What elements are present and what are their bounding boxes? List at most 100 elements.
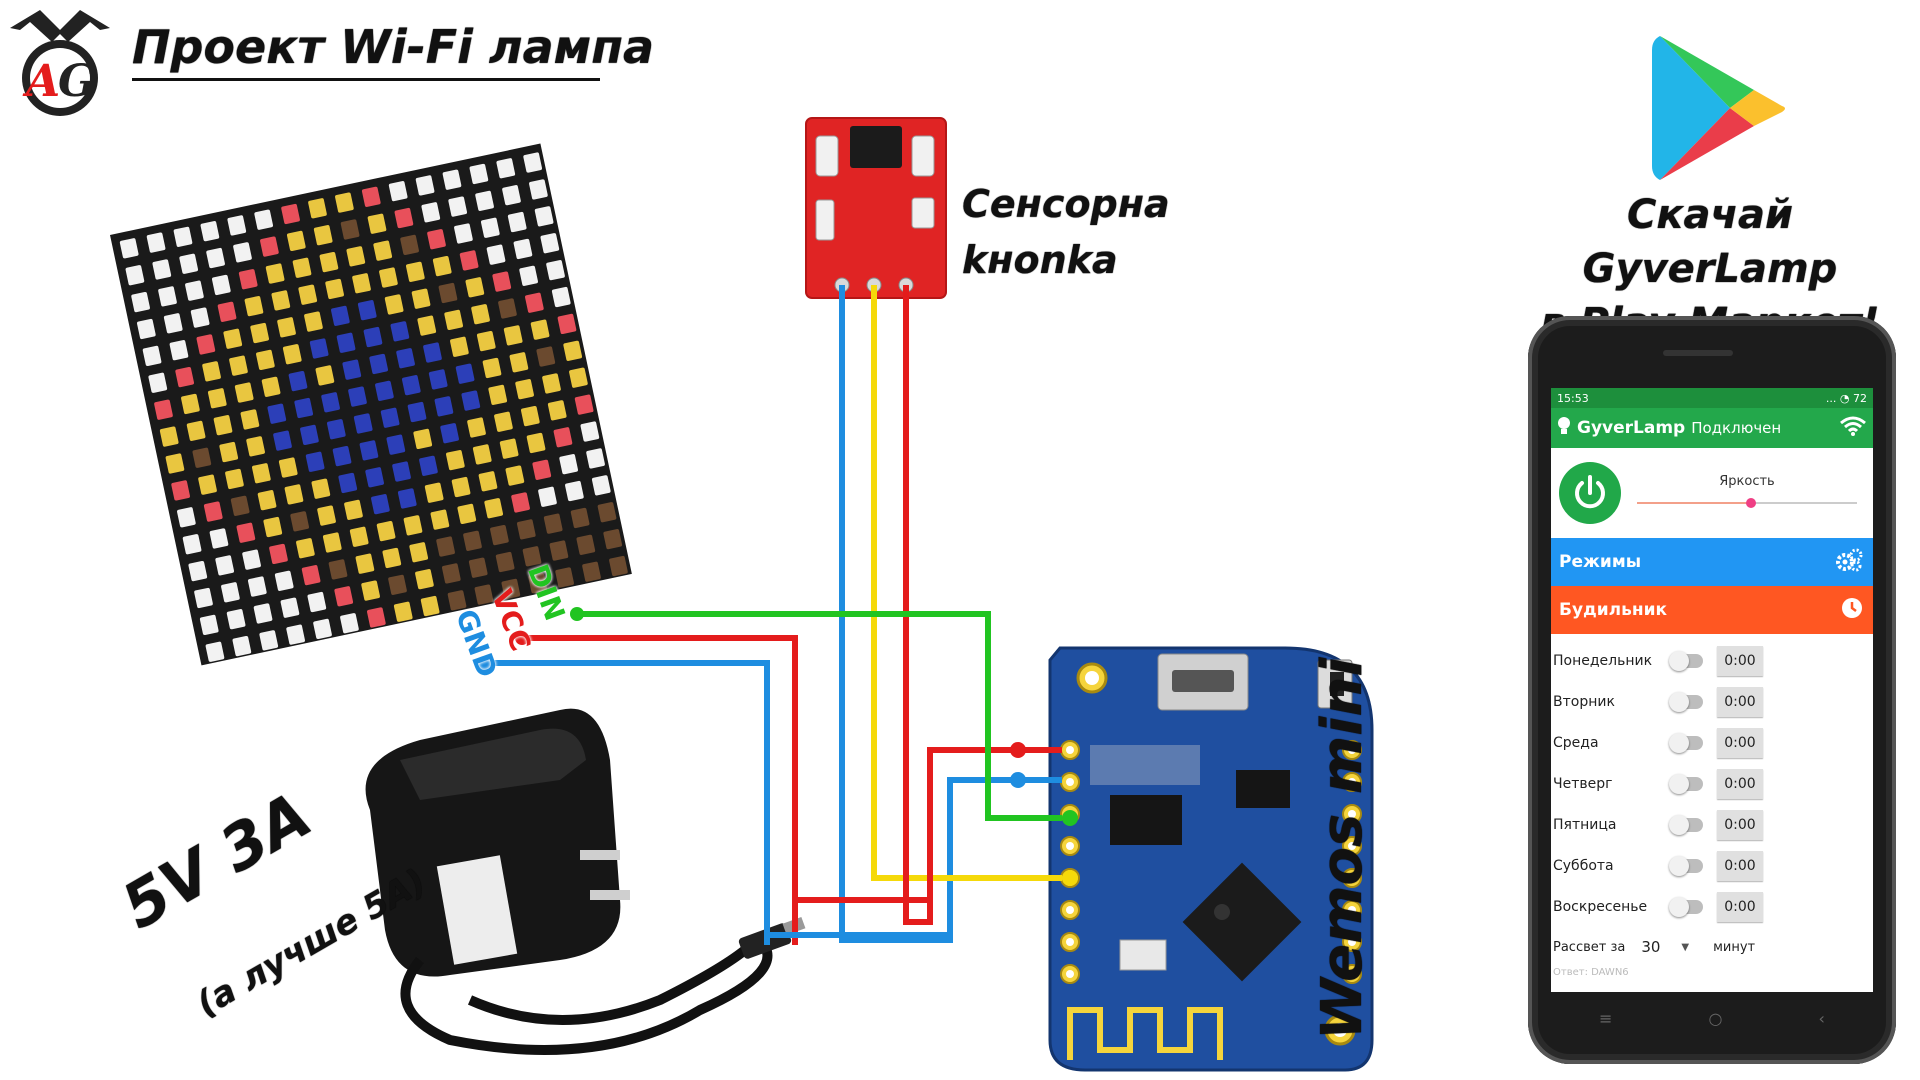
led-pixel — [321, 392, 340, 413]
led-pixel — [428, 369, 448, 390]
led-pixel — [229, 355, 248, 376]
led-pixel — [474, 584, 494, 605]
led-pixel — [373, 240, 393, 261]
led-pixel — [549, 540, 569, 561]
led-pixel — [158, 286, 177, 307]
led-pixel — [363, 326, 383, 348]
led-pixel — [263, 516, 283, 538]
led-pixel — [478, 471, 498, 492]
led-pixel — [203, 501, 223, 522]
led-pixel — [165, 453, 185, 474]
day-time-button[interactable]: 0:00 — [1717, 850, 1763, 881]
day-time-button[interactable]: 0:00 — [1717, 891, 1763, 922]
day-toggle[interactable] — [1669, 896, 1703, 917]
led-pixel — [286, 624, 305, 645]
led-pixel — [509, 352, 529, 373]
led-pixel — [301, 565, 321, 586]
modes-label: Режимы — [1559, 552, 1642, 572]
day-toggle[interactable] — [1669, 732, 1703, 753]
alarm-section[interactable]: Будильник — [1551, 586, 1873, 634]
wifi-icon[interactable] — [1839, 415, 1867, 441]
led-pixel — [349, 526, 369, 547]
led-pixel — [119, 238, 139, 259]
day-toggle[interactable] — [1669, 650, 1703, 671]
day-time-button[interactable]: 0:00 — [1717, 686, 1763, 717]
led-pixel — [441, 563, 461, 584]
day-toggle[interactable] — [1669, 814, 1703, 835]
header-pin-hole — [1348, 746, 1356, 754]
dawn-select[interactable]: 30 — [1641, 938, 1661, 956]
led-pixel — [211, 274, 231, 296]
led-pixel — [609, 555, 628, 577]
led-pixel — [185, 280, 204, 301]
led-pixel — [586, 448, 605, 469]
led-pixel — [547, 400, 567, 421]
led-pixel — [427, 229, 446, 250]
wemos-board — [1048, 646, 1374, 1072]
connection-status: Подключен — [1691, 419, 1782, 437]
led-pixel — [396, 348, 415, 369]
back-nav-icon[interactable]: ‹ — [1818, 1008, 1825, 1028]
clock-icon[interactable] — [1841, 597, 1863, 624]
day-time-button[interactable]: 0:00 — [1717, 809, 1763, 840]
led-pixel — [307, 591, 327, 613]
led-pixel — [603, 529, 623, 550]
led-pixel — [288, 371, 308, 392]
modes-section[interactable]: Режимы — [1551, 538, 1873, 586]
android-nav-bar: ≡ ○ ‹ — [1551, 998, 1873, 1038]
led-pixel — [154, 399, 173, 420]
wemos-right-header — [1342, 740, 1362, 984]
day-time-button[interactable]: 0:00 — [1717, 645, 1763, 676]
alarm-label: Будильник — [1559, 600, 1668, 620]
led-pixel — [495, 551, 515, 573]
gnd-joint — [477, 656, 491, 670]
led-pixel — [367, 607, 386, 628]
led-pixel — [259, 630, 279, 651]
power-button[interactable] — [1559, 462, 1621, 524]
led-pixel — [234, 382, 254, 403]
led-pixel — [280, 597, 300, 618]
brightness-track[interactable] — [1637, 498, 1857, 508]
led-pixel — [502, 185, 521, 206]
day-toggle[interactable] — [1669, 773, 1703, 794]
led-pixel — [207, 388, 227, 409]
brightness-fill — [1637, 502, 1752, 504]
day-row-saturday: Суббота 0:00 — [1553, 845, 1873, 886]
dawn-label: Рассвет за — [1553, 939, 1626, 955]
led-pixel — [334, 586, 354, 607]
led-pixel — [419, 455, 438, 476]
day-time-button[interactable]: 0:00 — [1717, 727, 1763, 758]
led-pixel — [311, 478, 331, 499]
led-pixel — [434, 396, 454, 417]
touch-button-label-line2: kнonka — [962, 238, 1118, 282]
led-pixel — [559, 454, 578, 475]
day-time-button[interactable]: 0:00 — [1717, 768, 1763, 799]
home-nav-icon[interactable]: ○ — [1708, 1008, 1723, 1028]
led-pixel — [526, 432, 546, 454]
day-toggle[interactable] — [1669, 855, 1703, 876]
phone-screen: 15:53 ... ◔ 72 GyverLamp Подключен — [1551, 388, 1873, 992]
led-pixel — [181, 393, 200, 415]
brightness-slider[interactable]: Яркость — [1629, 462, 1865, 524]
day-name: Четверг — [1553, 775, 1613, 792]
led-pixel — [525, 292, 544, 313]
led-pixel — [260, 236, 279, 257]
day-name: Пятница — [1553, 816, 1617, 833]
ag-logo: A G — [10, 10, 110, 116]
led-pixel — [361, 186, 381, 207]
gears-icon[interactable] — [1835, 548, 1863, 577]
led-pixel — [226, 609, 246, 630]
dropdown-arrow-icon[interactable]: ▼ — [1681, 941, 1690, 953]
led-pixel — [484, 498, 504, 519]
led-pixel — [304, 311, 323, 332]
day-toggle[interactable] — [1669, 691, 1703, 712]
led-pixel — [215, 555, 235, 576]
led-pixel — [438, 282, 458, 304]
led-pixel — [542, 373, 561, 394]
led-pixel — [461, 390, 481, 411]
led-pixel — [516, 519, 536, 540]
menu-nav-icon[interactable]: ≡ — [1599, 1008, 1613, 1028]
brightness-thumb[interactable] — [1746, 498, 1757, 508]
led-pixel — [480, 217, 500, 238]
day-row-wednesday: Среда 0:00 — [1553, 722, 1873, 763]
